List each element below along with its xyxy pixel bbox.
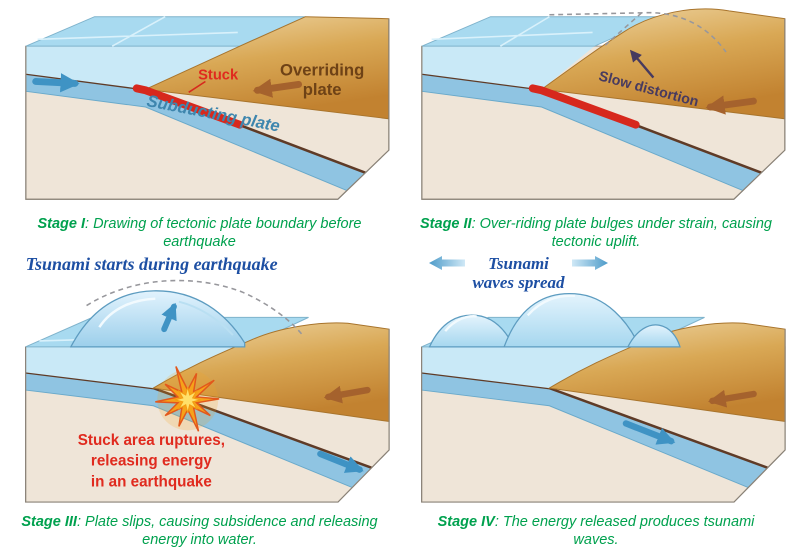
stuck-label: Stuck <box>198 68 239 84</box>
stage4-title-line1: Tsunami <box>488 254 549 274</box>
ocean-cross-section <box>25 347 246 389</box>
stage4-caption-label: Stage IV <box>437 514 495 531</box>
block-outline <box>421 329 786 503</box>
overriding-plate-arrow-icon <box>705 95 757 115</box>
ocean-cross-section <box>421 46 595 90</box>
distortion-arrow-icon <box>629 49 655 79</box>
stage4-title-line2: waves spread <box>472 272 565 292</box>
stage3-caption: Stage III: Plate slips, causing subsiden… <box>20 513 379 549</box>
stuck-zone <box>528 84 640 129</box>
stage1-caption: Stage I: Drawing of tectonic plate bound… <box>20 215 379 251</box>
stage2-caption: Stage II: Over-riding plate bulges under… <box>419 215 774 251</box>
panel-stage-3: Tsunami starts during earthquake <box>0 251 399 549</box>
stuck-zone <box>132 84 244 129</box>
stage1-caption-label: Stage I <box>37 216 86 232</box>
rupture-starburst <box>154 366 219 432</box>
subducting-plate-arrow-icon <box>622 420 676 445</box>
rupture-label-line2: releasing energy <box>90 453 211 470</box>
stage2-caption-text: : Over-riding plate bulges under strain,… <box>471 216 772 251</box>
stage3-diagram: Stuck area ruptures, releasing energy in… <box>24 280 390 503</box>
overriding-plate-arrow-icon <box>252 78 302 98</box>
ocean-cross-section <box>421 347 642 389</box>
stage2-caption-label: Stage II <box>420 216 472 232</box>
uplift-arrow-icon <box>160 303 177 333</box>
overriding-plate-label-line2: plate <box>302 80 341 99</box>
tectonic-block <box>24 316 390 503</box>
stage3-title: Tsunami starts during earthquake <box>25 254 278 275</box>
subducting-plate-arrow-icon <box>316 450 364 474</box>
stage4-diagram <box>421 293 786 503</box>
stage1-caption-text: : Drawing of tectonic plate boundary bef… <box>85 216 362 251</box>
plate-motion-arrows <box>31 73 302 98</box>
overriding-plate-arrow-icon <box>323 386 371 404</box>
former-bulge-dashed-outline <box>85 280 302 335</box>
tsunami-water-bulge <box>69 290 245 348</box>
stuck-label-line <box>187 80 206 93</box>
overriding-plate-arrow-icon <box>707 390 757 408</box>
stage3-caption-label: Stage III <box>21 514 77 531</box>
stage3-caption-text: : Plate slips, causing subsidence and re… <box>76 514 378 549</box>
panel-stage-1: Stuck Overriding plate Subducting plate … <box>0 0 399 251</box>
original-surface-dashed-outline <box>549 11 727 53</box>
panel-stage-2: Slow distortion Stage II: Over-riding pl… <box>399 0 793 251</box>
overriding-plate <box>143 16 389 120</box>
stage4-title: Tsunami waves spread <box>411 255 626 292</box>
stage1-diagram: Stuck Overriding plate Subducting plate <box>24 16 389 200</box>
block-outline <box>421 18 786 200</box>
stage2-diagram: Slow distortion <box>421 8 786 200</box>
subducting-plate-arrow-icon <box>31 73 80 93</box>
tsunami-spread-right-arrow-icon <box>571 256 608 271</box>
tsunami-spread-left-arrow-icon <box>429 256 466 271</box>
tsunami-wave-crests <box>428 293 681 348</box>
stage4-caption-text: : The energy released produces tsunami w… <box>494 514 755 549</box>
panel-stage-4: Tsunami waves spread <box>399 251 793 549</box>
bulged-overriding-plate <box>540 8 786 120</box>
stage4-caption: Stage IV: The energy released produces t… <box>419 513 774 549</box>
block-outline <box>24 18 389 200</box>
tectonic-block <box>421 8 786 200</box>
rupture-label-line1: Stuck area ruptures, <box>77 432 224 449</box>
rupture-label-line3: in an earthquake <box>90 474 211 491</box>
overriding-plate-label-line1: Overriding <box>280 61 364 80</box>
block-outline <box>24 329 390 503</box>
